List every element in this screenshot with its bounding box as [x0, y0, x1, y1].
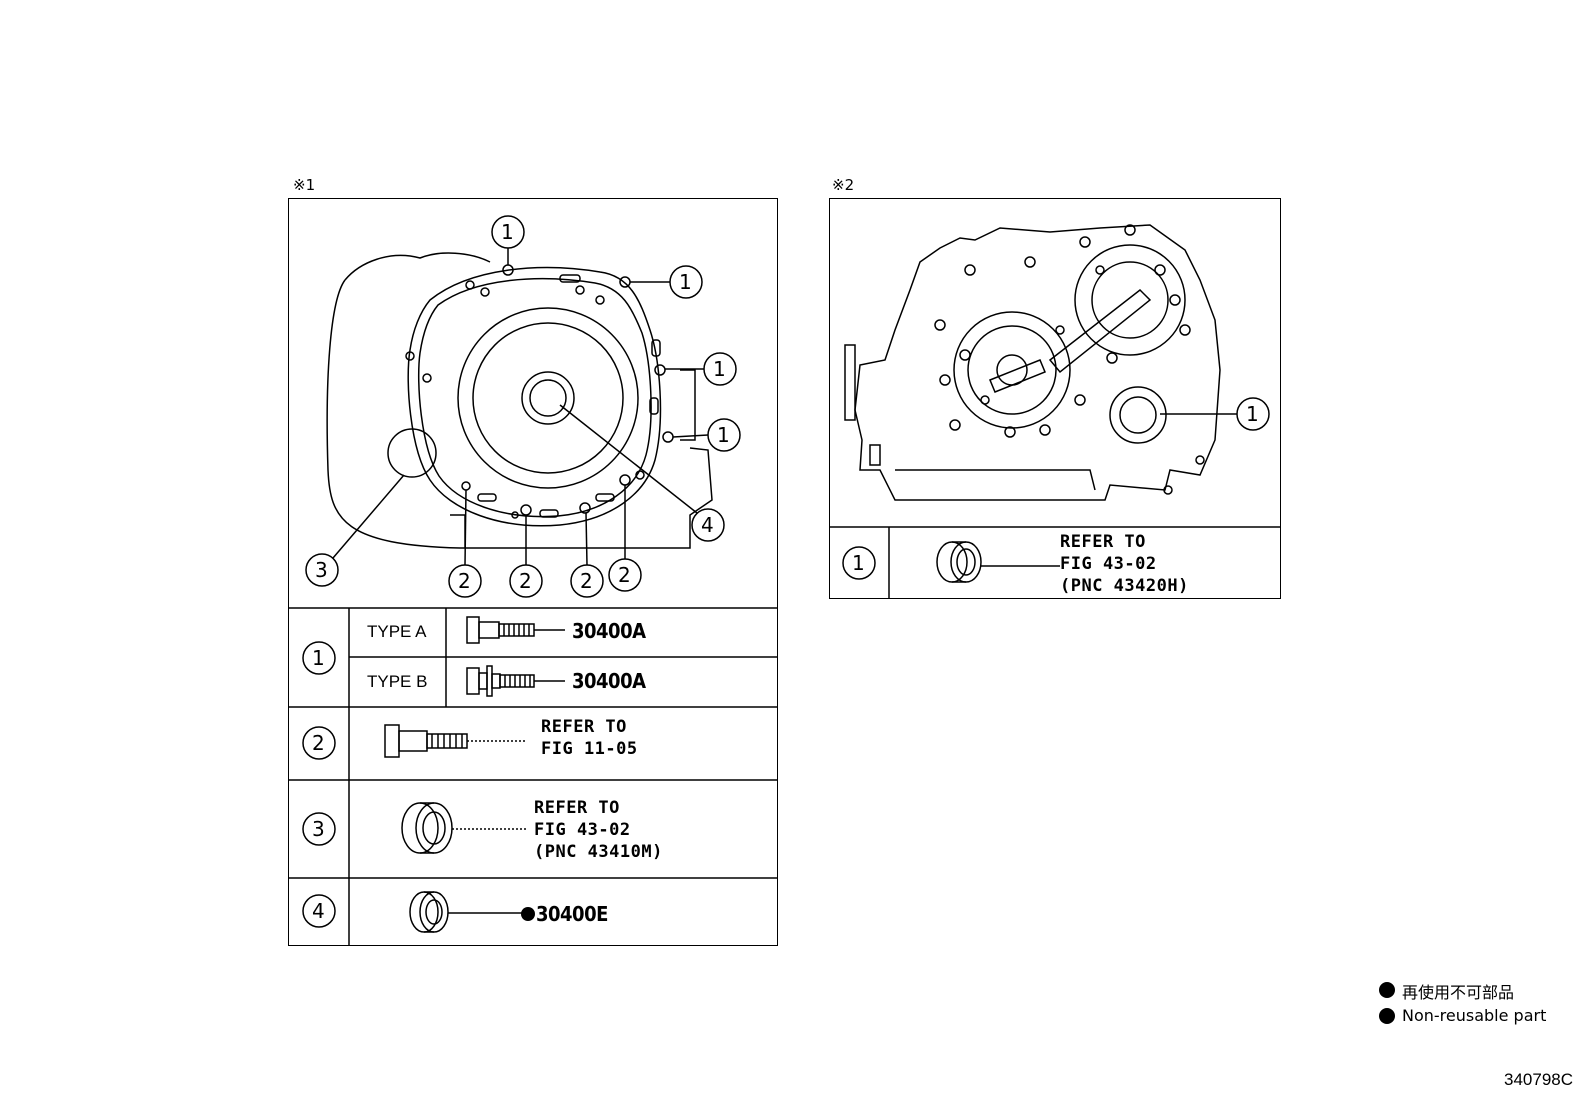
figure-1-table-grid	[288, 607, 778, 946]
legend-japanese: 再使用不可部品	[1402, 983, 1515, 1002]
callout-4: 4	[701, 513, 714, 537]
legend-english: Non-reusable part	[1402, 1006, 1547, 1025]
part-number: 30400E	[536, 902, 608, 926]
table-ref-2: 2	[312, 731, 325, 755]
callout-1: 1	[1246, 402, 1259, 426]
transaxle-assembly-drawing	[829, 224, 1281, 599]
table-ref-3: 3	[312, 817, 325, 841]
part-number: 30400A	[572, 669, 646, 693]
transaxle-housing-drawing	[326, 252, 713, 549]
figure-2-panel	[829, 198, 1281, 599]
legend-dot-icon	[1379, 1008, 1395, 1024]
refer-to-text: REFER TO FIG 43-02 (PNC 43410M)	[534, 798, 663, 862]
callout-2: 2	[618, 563, 631, 587]
callout-1: 1	[679, 270, 692, 294]
figure-1-callouts	[305, 215, 741, 598]
figure-1-panel	[288, 198, 778, 946]
table-ref-4: 4	[312, 899, 325, 923]
illustration-id: 340798C	[1504, 1070, 1574, 1089]
refer-to-text: REFER TO FIG 43-02 (PNC 43420H)	[1060, 532, 1189, 596]
oil-seal-4-icon	[409, 891, 522, 933]
bolt-type-b-icon	[466, 665, 565, 697]
callout-3: 3	[315, 558, 328, 582]
callout-1: 1	[717, 423, 730, 447]
refer-to-text: REFER TO FIG 11-05	[541, 717, 638, 759]
type-a-label: TYPE A	[367, 622, 427, 641]
callout-2: 2	[458, 569, 471, 593]
type-b-label: TYPE B	[367, 672, 428, 691]
callout-1: 1	[501, 220, 514, 244]
part-number: 30400A	[572, 619, 646, 643]
figure-2-marker: ※2	[832, 176, 855, 194]
callout-2: 2	[519, 569, 532, 593]
table-ref-1: 1	[852, 551, 865, 575]
oil-seal-ref-3-icon	[401, 802, 526, 854]
callout-1: 1	[713, 357, 726, 381]
bolt-type-a-icon	[466, 616, 565, 644]
non-reusable-dot-icon	[521, 907, 535, 921]
bolt-ref-2-icon	[384, 724, 526, 758]
table-ref-1: 1	[312, 646, 325, 670]
callout-2: 2	[580, 569, 593, 593]
figure-1-marker: ※1	[293, 176, 316, 194]
legend-dot-icon	[1379, 982, 1395, 998]
